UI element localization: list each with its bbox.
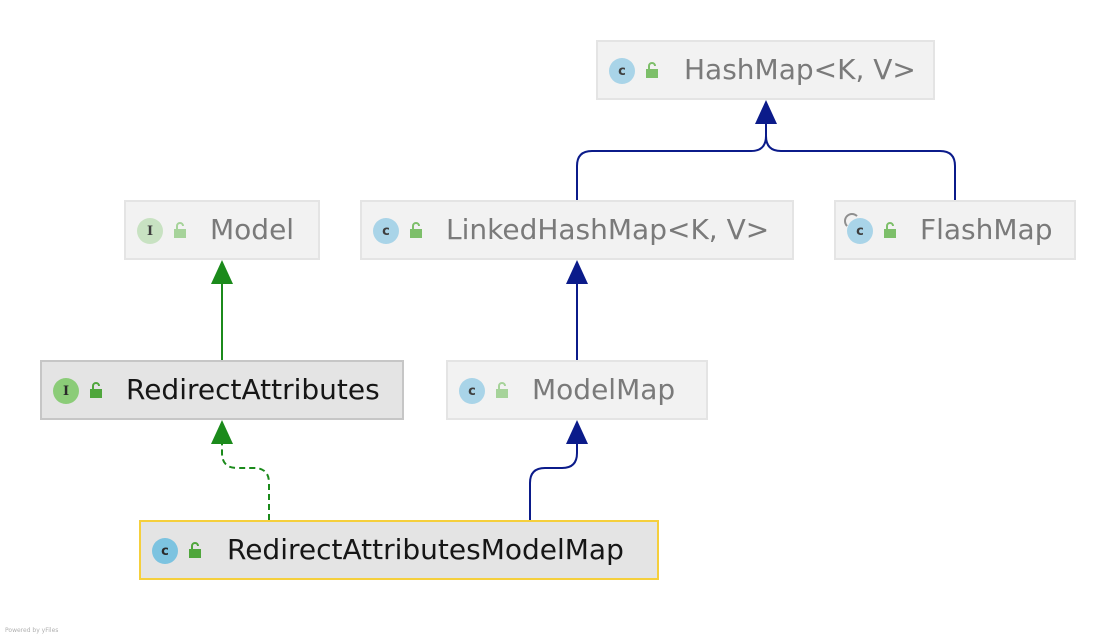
node-hashmap[interactable]: c HashMap<K, V> xyxy=(596,40,935,100)
class-name: ModelMap xyxy=(532,373,676,406)
edge-ramm-to-redirectattributes xyxy=(221,444,270,520)
powered-by-credit: Powered by yFiles xyxy=(5,627,59,634)
interface-name: Model xyxy=(210,213,295,246)
node-redirectattributesmodelmap[interactable]: c RedirectAttributesModelMap xyxy=(139,520,659,580)
lock-icon xyxy=(410,222,422,238)
lock-icon xyxy=(496,382,508,398)
node-model[interactable]: I Model xyxy=(124,200,320,260)
class-name: FlashMap xyxy=(920,213,1053,246)
class-icon: c xyxy=(152,538,178,564)
abstract-ring-icon xyxy=(844,213,860,229)
class-icon: c xyxy=(847,218,873,244)
arrowhead-hashmap xyxy=(755,100,777,124)
interface-icon: I xyxy=(137,218,163,244)
arrowhead-redirectattributes xyxy=(211,420,233,444)
node-redirectattributes[interactable]: I RedirectAttributes xyxy=(40,360,404,420)
edge-linkedhashmap-to-hashmap xyxy=(576,124,767,200)
arrowhead-modelmap xyxy=(566,420,588,444)
lock-icon xyxy=(189,542,201,558)
arrowhead-model xyxy=(211,260,233,284)
node-flashmap[interactable]: c FlashMap xyxy=(834,200,1076,260)
class-icon: c xyxy=(609,58,635,84)
node-modelmap[interactable]: c ModelMap xyxy=(446,360,708,420)
lock-icon xyxy=(174,222,186,238)
lock-icon xyxy=(90,382,102,398)
class-name: LinkedHashMap<K, V> xyxy=(446,213,770,246)
edge-flashmap-to-hashmap xyxy=(765,135,956,200)
class-name: RedirectAttributesModelMap xyxy=(227,533,624,566)
interface-icon: I xyxy=(53,378,79,404)
class-name: HashMap<K, V> xyxy=(684,53,916,86)
interface-name: RedirectAttributes xyxy=(126,373,380,406)
edge-ramm-to-modelmap xyxy=(529,444,578,520)
class-icon: c xyxy=(373,218,399,244)
arrowhead-linkedhashmap xyxy=(566,260,588,284)
node-linkedhashmap[interactable]: c LinkedHashMap<K, V> xyxy=(360,200,794,260)
class-icon: c xyxy=(459,378,485,404)
lock-icon xyxy=(646,62,658,78)
lock-icon xyxy=(884,222,896,238)
